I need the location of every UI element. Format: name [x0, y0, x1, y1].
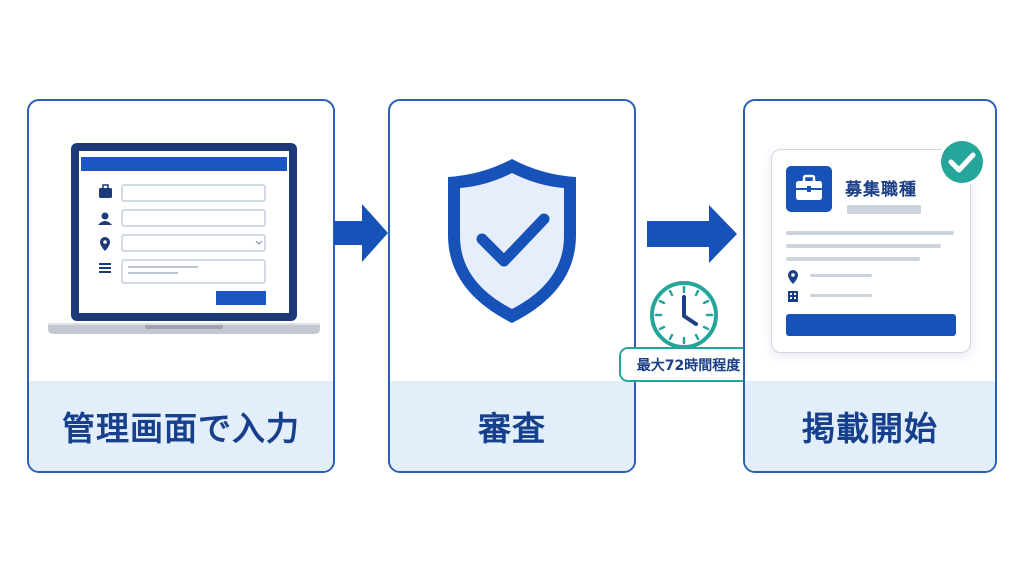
duration-badge: 最大72時間程度 — [619, 347, 758, 382]
laptop-form-icon — [48, 143, 320, 334]
step-card-publish: 募集職種 掲載開始 — [743, 99, 997, 473]
clock-icon — [650, 281, 718, 349]
job-title: 募集職種 — [845, 180, 917, 200]
job-posting-card: 募集職種 — [771, 149, 971, 353]
arrow-right-icon — [334, 204, 388, 262]
check-circle-icon — [938, 138, 986, 186]
briefcase-icon — [786, 166, 832, 212]
step-label-band: 掲載開始 — [745, 381, 995, 471]
step-card-review: 審査 — [388, 99, 636, 473]
arrow-right-icon — [647, 205, 737, 263]
step-label: 掲載開始 — [802, 409, 938, 448]
step-label: 管理画面で入力 — [62, 409, 300, 448]
job-card-details — [786, 205, 956, 336]
step-label-band: 管理画面で入力 — [29, 381, 333, 471]
step-label: 審査 — [478, 409, 546, 448]
step-card-input: 管理画面で入力 — [27, 99, 335, 473]
step-label-band: 審査 — [390, 381, 634, 471]
shield-check-icon — [448, 159, 576, 323]
